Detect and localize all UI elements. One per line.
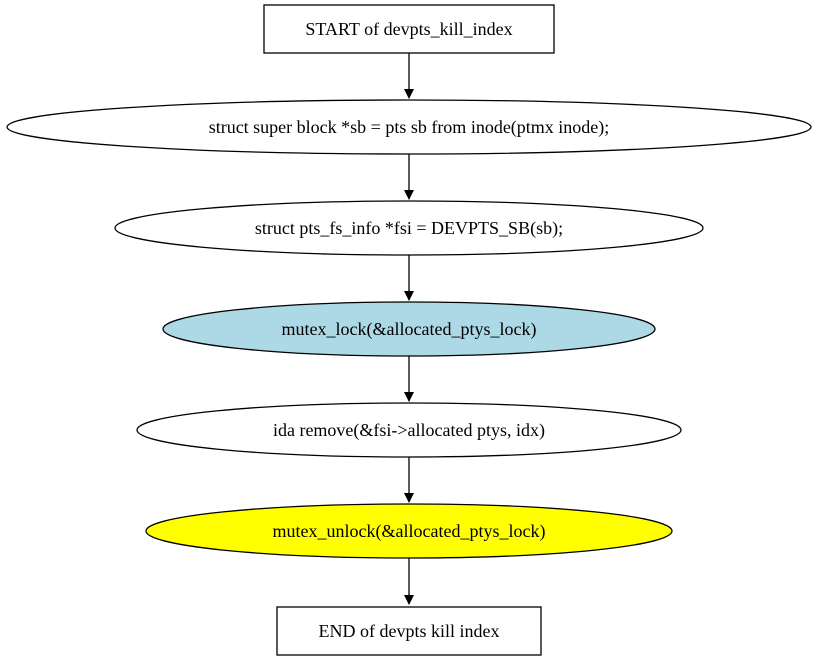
- node-mutex-lock-label: mutex_lock(&allocated_ptys_lock): [282, 319, 537, 340]
- node-sb-assign: struct super block *sb = pts sb from ino…: [6, 99, 812, 155]
- node-ida-remove-label: ida remove(&fsi->allocated ptys, idx): [273, 420, 545, 441]
- node-mutex-unlock-label: mutex_unlock(&allocated_ptys_lock): [273, 521, 546, 542]
- node-fsi-assign-label: struct pts_fs_info *fsi = DEVPTS_SB(sb);: [255, 218, 563, 239]
- node-start: START of devpts_kill_index: [263, 4, 555, 54]
- node-start-label: START of devpts_kill_index: [305, 19, 512, 39]
- node-end-label: END of devpts kill index: [319, 621, 500, 641]
- node-mutex-lock: mutex_lock(&allocated_ptys_lock): [162, 301, 656, 357]
- node-end: END of devpts kill index: [276, 606, 542, 656]
- node-fsi-assign: struct pts_fs_info *fsi = DEVPTS_SB(sb);: [114, 200, 704, 256]
- node-ida-remove: ida remove(&fsi->allocated ptys, idx): [136, 402, 682, 458]
- node-sb-assign-label: struct super block *sb = pts sb from ino…: [209, 117, 610, 138]
- node-mutex-unlock: mutex_unlock(&allocated_ptys_lock): [145, 503, 673, 559]
